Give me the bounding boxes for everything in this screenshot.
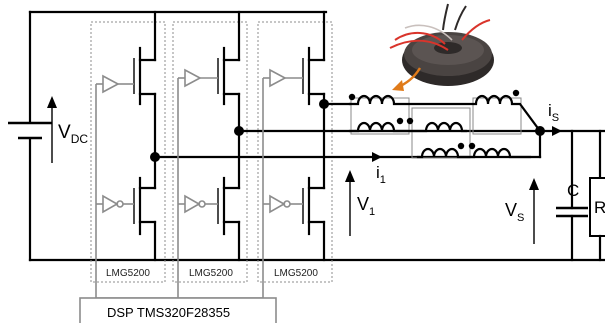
inductor-branch-3 xyxy=(416,142,532,159)
i1-current-arrow xyxy=(372,152,382,162)
gate-driver-low-3 xyxy=(263,194,303,214)
inductor-branch-1 xyxy=(348,89,542,133)
coupled-inductor-box-2 xyxy=(411,107,471,159)
capacitor-label: C xyxy=(567,181,579,200)
i1-label: i1 xyxy=(376,163,386,186)
toroidal-core-photo xyxy=(389,3,494,86)
vs-label: VS xyxy=(505,200,524,224)
gate-driver-high-2 xyxy=(178,68,218,88)
gate-driver-high-3 xyxy=(263,68,303,88)
vs-voltage-arrow xyxy=(529,178,539,244)
inductor-branch-2 xyxy=(348,117,468,133)
photo-pointer-arrow xyxy=(392,67,422,91)
is-current-arrow xyxy=(552,126,562,136)
lmg5200-module-1-boundary xyxy=(90,21,166,283)
is-label: iS xyxy=(548,101,559,124)
v1-label: V1 xyxy=(357,194,375,218)
module-1-label: LMG5200 xyxy=(106,268,150,279)
module-2-label: LMG5200 xyxy=(189,268,233,279)
v1-voltage-arrow xyxy=(345,170,355,236)
load-resistor xyxy=(589,129,605,262)
gate-driver-low-1 xyxy=(96,194,134,214)
output-capacitor xyxy=(556,129,588,262)
half-bridge-leg-1 xyxy=(133,10,542,262)
vdc-label: VDC xyxy=(58,122,88,146)
module-3-label: LMG5200 xyxy=(274,268,318,279)
gate-driver-low-2 xyxy=(178,194,218,214)
dc-source xyxy=(8,10,57,262)
resistor-label: R xyxy=(594,198,605,217)
gate-driver-high-1 xyxy=(96,74,134,94)
dsp-label: DSP TMS320F28355 xyxy=(107,305,230,320)
lmg5200-module-3-boundary xyxy=(257,21,333,283)
half-bridge-leg-3 xyxy=(302,10,352,262)
lmg5200-module-2-boundary xyxy=(172,21,248,283)
half-bridge-leg-2 xyxy=(217,10,542,262)
